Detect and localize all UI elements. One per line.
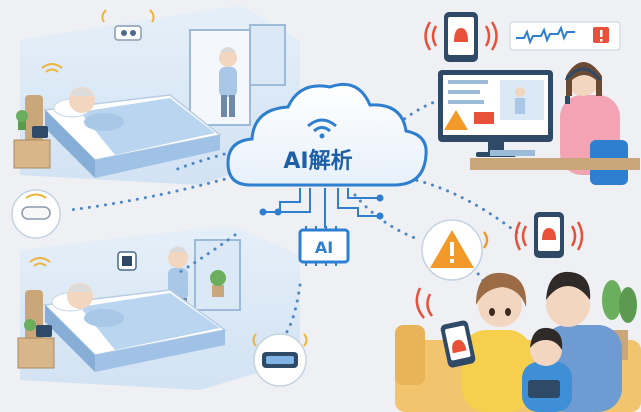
window [249, 24, 286, 86]
nightstand [13, 110, 51, 169]
circuit-traces [259, 188, 384, 228]
wifi-icon [307, 118, 337, 139]
sensor-icon [101, 9, 155, 41]
operator-person [560, 62, 628, 185]
tablet [528, 380, 560, 398]
sensor-icon [117, 251, 137, 271]
sensor-device-left [11, 189, 61, 239]
plant [210, 270, 226, 297]
bell-alert-icon [542, 228, 556, 240]
wifi-icon [29, 257, 51, 267]
monitoring-station [438, 62, 640, 185]
elderly-person-in-bed [69, 87, 124, 131]
bed [25, 289, 227, 372]
ai-chip-icon: AI [298, 226, 350, 266]
warning-icon [444, 110, 468, 130]
bedroom-top [13, 5, 300, 185]
bell-alert-icon [454, 28, 468, 42]
cloud-label: AI解析 [283, 148, 352, 174]
child-person [522, 327, 572, 412]
smartphone-icon [415, 287, 476, 368]
smartphone-icon [424, 12, 498, 62]
monitor-icon [438, 70, 553, 157]
vital-signs-banner [509, 21, 621, 51]
warning-icon [421, 219, 489, 281]
chip-label: AI [315, 238, 333, 257]
bell-alert-icon [452, 339, 467, 354]
wifi-icon [41, 63, 63, 73]
elderly-person-in-bed [67, 283, 124, 327]
smartphone-icon [514, 212, 584, 258]
nightstand [17, 319, 55, 369]
mother-person [462, 272, 532, 412]
desk [470, 158, 640, 170]
ai-analysis-cloud: AI解析 [226, 82, 428, 187]
bedroom-bottom [17, 225, 300, 390]
elderly-person-standing [219, 47, 237, 117]
sensor-device-bottom [252, 333, 308, 387]
family-scene [395, 271, 641, 412]
